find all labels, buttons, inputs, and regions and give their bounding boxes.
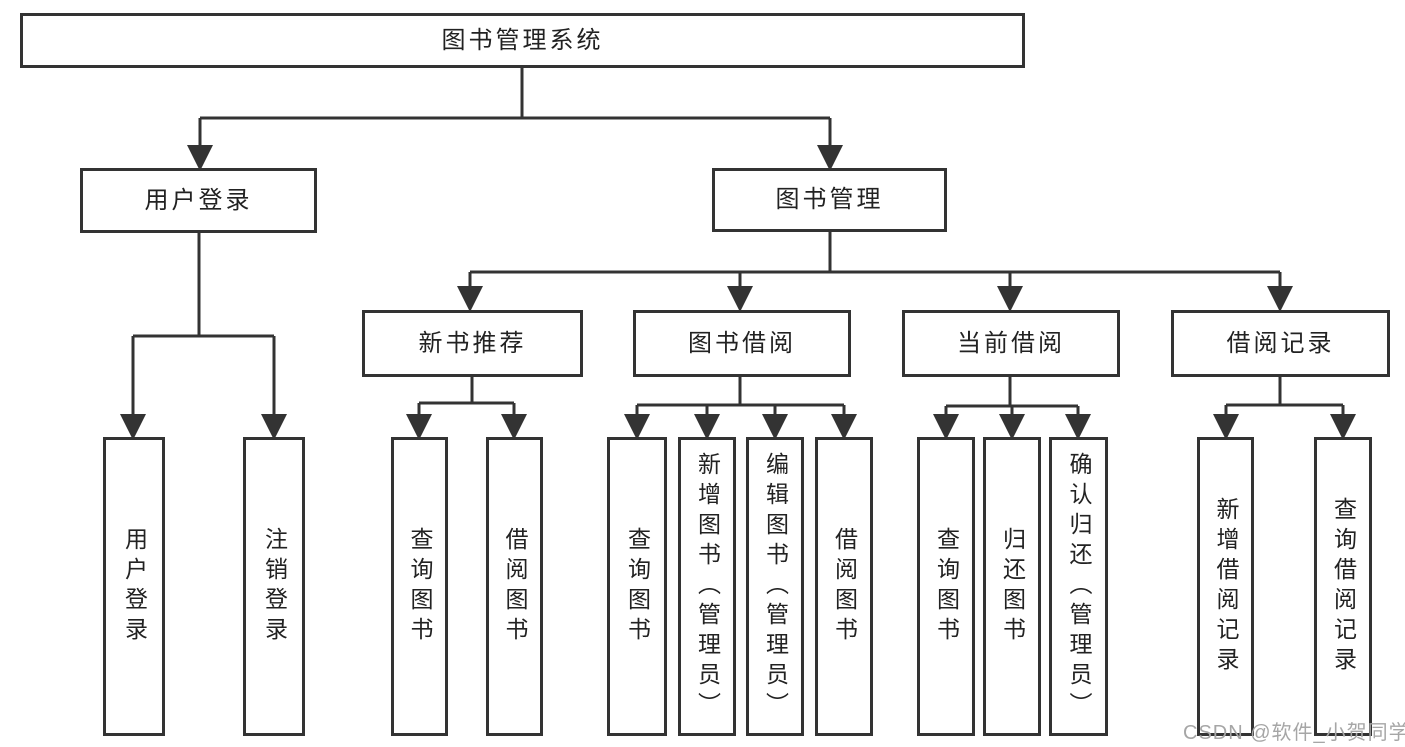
node-new-book-recommend: 新书推荐 xyxy=(362,310,583,377)
csdn-watermark: CSDN @软件_小贺同学 xyxy=(1183,722,1405,744)
node-library-management-system: 图书管理系统 xyxy=(20,13,1025,68)
node-label: 当前借阅 xyxy=(957,329,1065,357)
node-label: 查询图书 xyxy=(407,526,433,647)
node-label: 新增图书（管理员） xyxy=(694,451,721,722)
node-label: 借阅图书 xyxy=(831,526,858,647)
leaf-records-query-record: 查询借阅记录 xyxy=(1314,437,1372,736)
node-label: 查询图书 xyxy=(933,526,960,647)
leaf-current-return-books: 归还图书 xyxy=(983,437,1041,736)
node-label: 用户登录 xyxy=(121,526,148,647)
node-label: 查询图书 xyxy=(624,526,651,647)
node-label: 新书推荐 xyxy=(418,329,527,357)
leaf-records-add-record: 新增借阅记录 xyxy=(1197,437,1254,736)
connector-paths xyxy=(131,68,1345,415)
node-label: 归还图书 xyxy=(999,526,1026,647)
node-label: 新增借阅记录 xyxy=(1213,496,1239,677)
node-label: 查询借阅记录 xyxy=(1330,496,1357,677)
node-current-borrowing: 当前借阅 xyxy=(902,310,1120,377)
leaf-user-login: 用户登录 xyxy=(103,437,165,736)
node-label: 用户登录 xyxy=(144,186,253,214)
node-user-login: 用户登录 xyxy=(80,168,317,233)
leaf-recommend-query-books: 查询图书 xyxy=(391,437,448,736)
node-label: 借阅记录 xyxy=(1226,329,1335,357)
node-label: 注销登录 xyxy=(261,526,288,647)
leaf-borrowing-borrow-books: 借阅图书 xyxy=(815,437,873,736)
leaf-borrowing-add-books-admin: 新增图书（管理员） xyxy=(678,437,736,736)
node-label: 确认归还（管理员） xyxy=(1066,451,1092,722)
arrowheads xyxy=(120,145,1356,440)
node-label: 图书管理 xyxy=(775,186,884,213)
leaf-borrowing-query-books: 查询图书 xyxy=(607,437,667,736)
node-label: 借阅图书 xyxy=(502,526,528,647)
leaf-current-confirm-return-admin: 确认归还（管理员） xyxy=(1049,437,1108,736)
node-label: 图书管理系统 xyxy=(441,26,604,54)
leaf-current-query-books: 查询图书 xyxy=(917,437,975,736)
node-book-management: 图书管理 xyxy=(712,168,947,232)
node-label: 编辑图书（管理员） xyxy=(762,451,789,722)
leaf-borrowing-edit-books-admin: 编辑图书（管理员） xyxy=(746,437,804,736)
node-book-borrowing: 图书借阅 xyxy=(633,310,851,377)
node-borrowing-records: 借阅记录 xyxy=(1171,310,1390,377)
leaf-recommend-borrow-books: 借阅图书 xyxy=(486,437,543,736)
node-label: 图书借阅 xyxy=(688,329,796,357)
leaf-logout: 注销登录 xyxy=(243,437,305,736)
